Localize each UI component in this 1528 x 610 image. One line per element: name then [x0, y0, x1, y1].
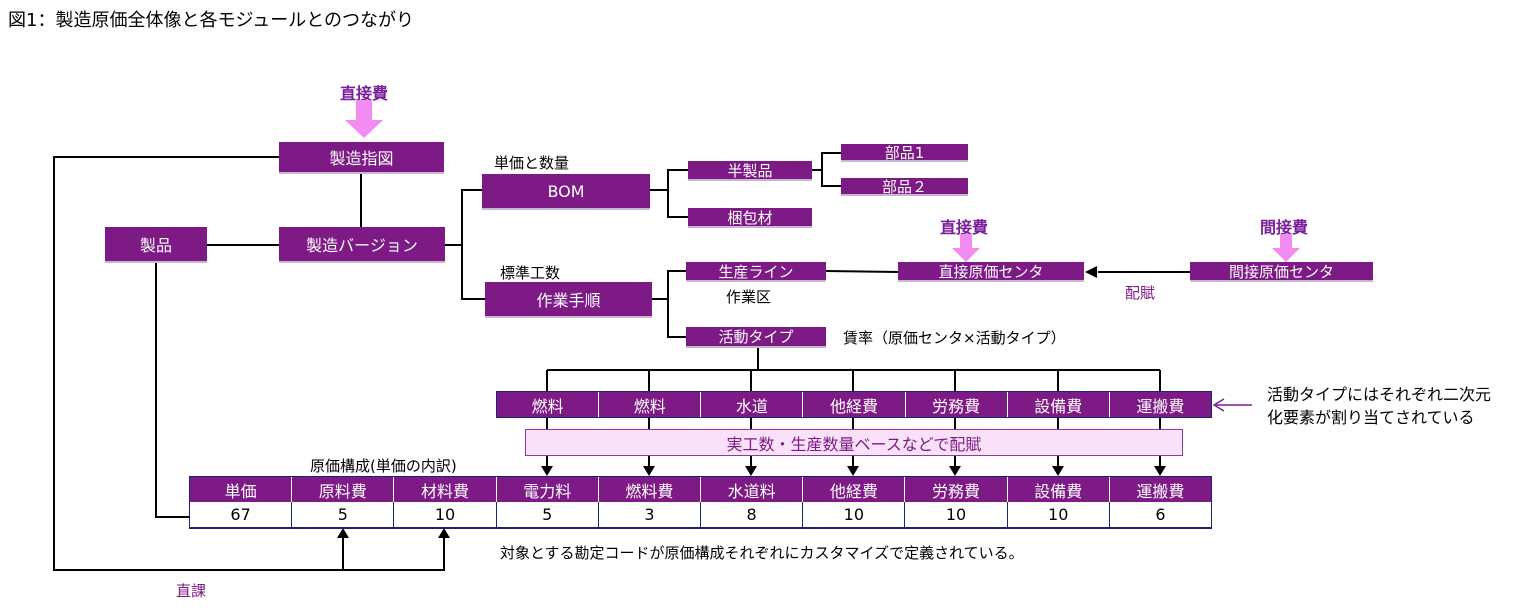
table-value-cell: 3 — [598, 502, 702, 528]
table-header-cell: 単価 — [190, 477, 293, 502]
table-value-cell: 10 — [1007, 502, 1110, 528]
product-box[interactable]: 製品 — [105, 227, 207, 263]
mfg-version-box[interactable]: 製造バージョン — [279, 227, 445, 263]
table-header-cell: 運搬費 — [1109, 477, 1212, 502]
cost-structure-table: 単価 原料費 材料費 電力料 燃料費 水道料 他経費 労務費 設備費 運搬費 6… — [189, 476, 1212, 529]
table-value-cell: 10 — [803, 502, 906, 528]
table-header-cell: 材料費 — [394, 477, 497, 502]
table-header-cell: 設備費 — [1007, 477, 1110, 502]
activity-note-line2: 化要素が割り当てされている — [1267, 408, 1475, 427]
indirect-cost-center-box[interactable]: 間接原価センタ — [1190, 262, 1373, 282]
table-header-cell: 燃料費 — [598, 477, 702, 502]
activity-element-bar: 燃料 燃料 水道 他経費 労務費 設備費 運搬費 — [496, 391, 1212, 418]
part2-box[interactable]: 部品２ — [841, 178, 968, 196]
direct-cost-center-box[interactable]: 直接原価センタ — [898, 262, 1084, 282]
mfg-order-box[interactable]: 製造指図 — [279, 142, 444, 174]
production-line-box[interactable]: 生産ライン — [686, 262, 826, 282]
indirect-cost-label: 間接費 — [1260, 218, 1309, 237]
activity-cell: 他経費 — [803, 392, 906, 417]
direct-cost-label-top: 直接費 — [340, 84, 389, 103]
rate-label: 賃率（原価センタ×活動タイプ） — [843, 329, 1066, 347]
activity-cell: 運搬費 — [1109, 392, 1211, 417]
table-row: 67 5 10 5 3 8 10 10 10 6 — [190, 502, 1212, 528]
activity-cell: 水道 — [701, 392, 804, 417]
table-value-cell: 6 — [1109, 502, 1212, 528]
table-header-cell: 労務費 — [905, 477, 1008, 502]
allocation-bar: 実工数・生産数量ベースなどで配賦 — [525, 429, 1183, 456]
table-header-cell: 他経費 — [803, 477, 906, 502]
activity-cell: 設備費 — [1007, 392, 1110, 417]
down-arrow-icon — [952, 234, 980, 262]
table-header-cell: 原料費 — [292, 477, 395, 502]
packaging-box[interactable]: 梱包材 — [688, 208, 812, 228]
table-header-cell: 水道料 — [701, 477, 804, 502]
allocation-label: 配賦 — [1125, 284, 1156, 302]
table-header-row: 単価 原料費 材料費 電力料 燃料費 水道料 他経費 労務費 設備費 運搬費 — [190, 477, 1212, 502]
table-value-cell: 8 — [701, 502, 804, 528]
page-title: 図1：製造原価全体像と各モジュールとのつながり — [8, 10, 415, 31]
direct-labor-label: 直課 — [176, 582, 207, 600]
table-value-cell: 10 — [905, 502, 1008, 528]
activity-type-box[interactable]: 活動タイプ — [686, 327, 826, 348]
activity-cell: 燃料 — [599, 392, 702, 417]
table-value-cell: 10 — [394, 502, 497, 528]
unit-price-qty-label: 単価と数量 — [494, 154, 570, 172]
work-area-label: 作業区 — [726, 288, 772, 306]
table-header-cell: 電力料 — [496, 477, 599, 502]
std-hours-label: 標準工数 — [500, 264, 561, 282]
table-value-cell: 67 — [190, 502, 293, 528]
part1-box[interactable]: 部品1 — [841, 144, 968, 162]
activity-cell: 燃料 — [497, 392, 600, 417]
table-value-cell: 5 — [292, 502, 395, 528]
bom-box[interactable]: BOM — [482, 174, 650, 210]
account-note-label: 対象とする勘定コードが原価構成それぞれにカスタマイズで定義されている。 — [500, 544, 1024, 562]
activity-note-line1: 活動タイプにはそれぞれ二次元 — [1267, 385, 1492, 404]
activity-cell: 労務費 — [905, 392, 1008, 417]
routing-box[interactable]: 作業手順 — [485, 282, 652, 318]
table-value-cell: 5 — [496, 502, 599, 528]
down-arrow-icon — [1272, 234, 1300, 262]
semi-finished-box[interactable]: 半製品 — [688, 161, 812, 181]
cost-structure-label: 原価構成(単価の内訳) — [310, 457, 457, 475]
down-arrow-icon — [345, 100, 383, 140]
direct-cost-label-center: 直接費 — [940, 218, 989, 237]
